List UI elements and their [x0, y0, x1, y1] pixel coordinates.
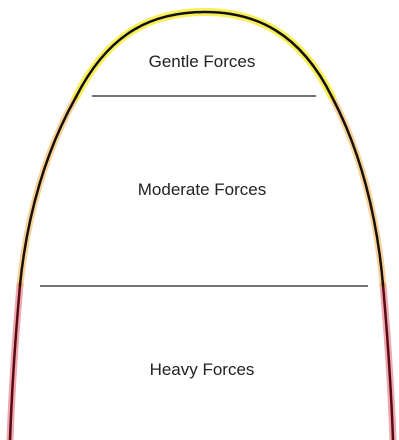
moderate-zone-arc-left	[20, 97, 76, 285]
moderate-zone-arc-glow-right	[332, 97, 383, 285]
gentle-forces-label: Gentle Forces	[82, 52, 322, 72]
moderate-zone-arc-glow-left	[20, 97, 76, 285]
moderate-forces-label: Moderate Forces	[82, 180, 322, 200]
heavy-forces-label: Heavy Forces	[82, 360, 322, 380]
moderate-zone-arc-right	[332, 97, 383, 285]
